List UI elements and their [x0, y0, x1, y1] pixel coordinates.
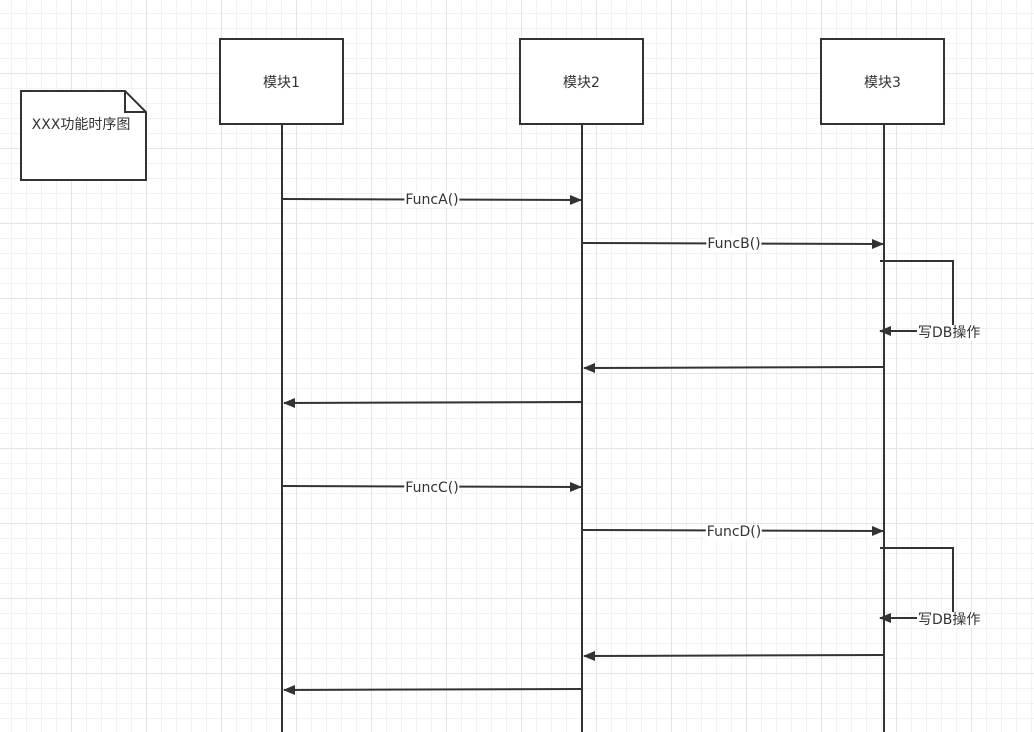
message-label-write-db-2: 写DB操作 [917, 612, 982, 628]
note-shape [20, 90, 147, 181]
module-3-label: 模块3 [864, 74, 901, 91]
module-2-box[interactable]: 模块2 [519, 38, 644, 125]
message-label-funcc: FuncC() [404, 480, 460, 496]
module-1-box[interactable]: 模块1 [219, 38, 344, 125]
return-arrow-3-to-2-first [583, 362, 885, 373]
return-arrow-2-to-1-first [283, 397, 583, 408]
module-1-label: 模块1 [263, 74, 300, 91]
title-note[interactable]: XXX功能时序图 [20, 90, 147, 181]
self-call-arrow-write-db-1 [879, 260, 954, 336]
return-arrow-2-to-1-second [283, 684, 583, 695]
note-text: XXX功能时序图 [31, 117, 131, 133]
message-label-write-db-1: 写DB操作 [917, 325, 982, 341]
module-3-box[interactable]: 模块3 [820, 38, 945, 125]
return-arrow-3-to-2-second [583, 650, 885, 661]
message-label-funcd: FuncD() [705, 524, 763, 540]
message-label-funcb: FuncB() [706, 236, 762, 252]
module-2-label: 模块2 [563, 74, 600, 91]
self-call-arrow-write-db-2 [879, 547, 954, 623]
message-label-funca: FuncA() [404, 192, 460, 208]
